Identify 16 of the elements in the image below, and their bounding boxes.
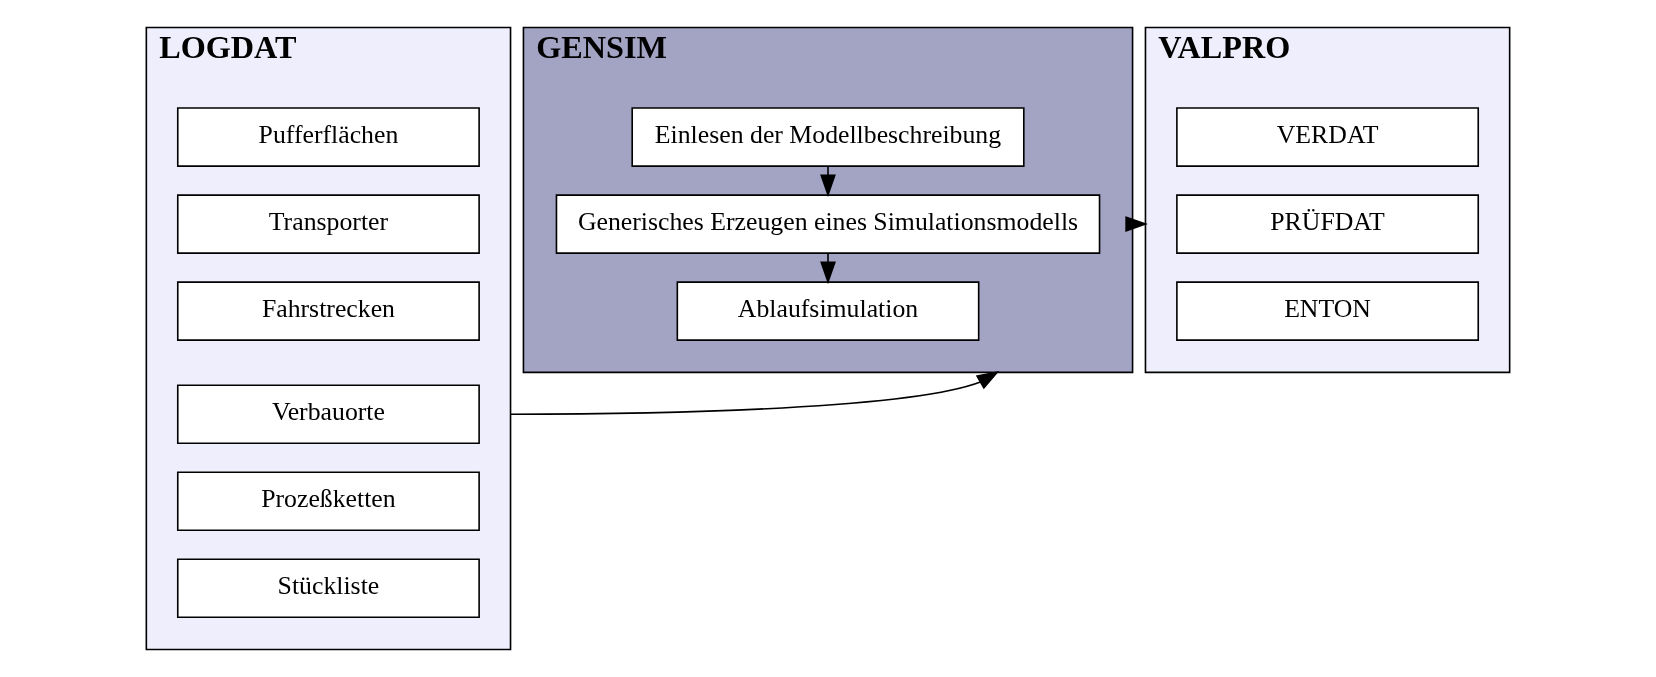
arrow xyxy=(509,371,1000,415)
node-box: Ablaufsimulation xyxy=(676,281,980,341)
node-box: Generisches Erzeugen eines Simulationsmodells xyxy=(555,194,1101,254)
node-box: Pufferflächen xyxy=(176,107,480,167)
arrow xyxy=(820,165,836,198)
node-box: Prozeßketten xyxy=(176,471,480,532)
node-box: PRÜFDAT xyxy=(1176,194,1480,254)
node-box: ENTON xyxy=(1176,281,1480,341)
arrow xyxy=(1125,216,1148,232)
node-box: Transporter xyxy=(176,194,480,254)
arrow xyxy=(820,252,836,285)
node-box: VERDAT xyxy=(1176,107,1480,167)
node-box: Verbauorte xyxy=(176,384,480,445)
node-box: Stückliste xyxy=(176,558,480,619)
node-box: Fahrstrecken xyxy=(176,281,480,341)
node-box: Einlesen der Modellbeschreibung xyxy=(631,107,1025,167)
